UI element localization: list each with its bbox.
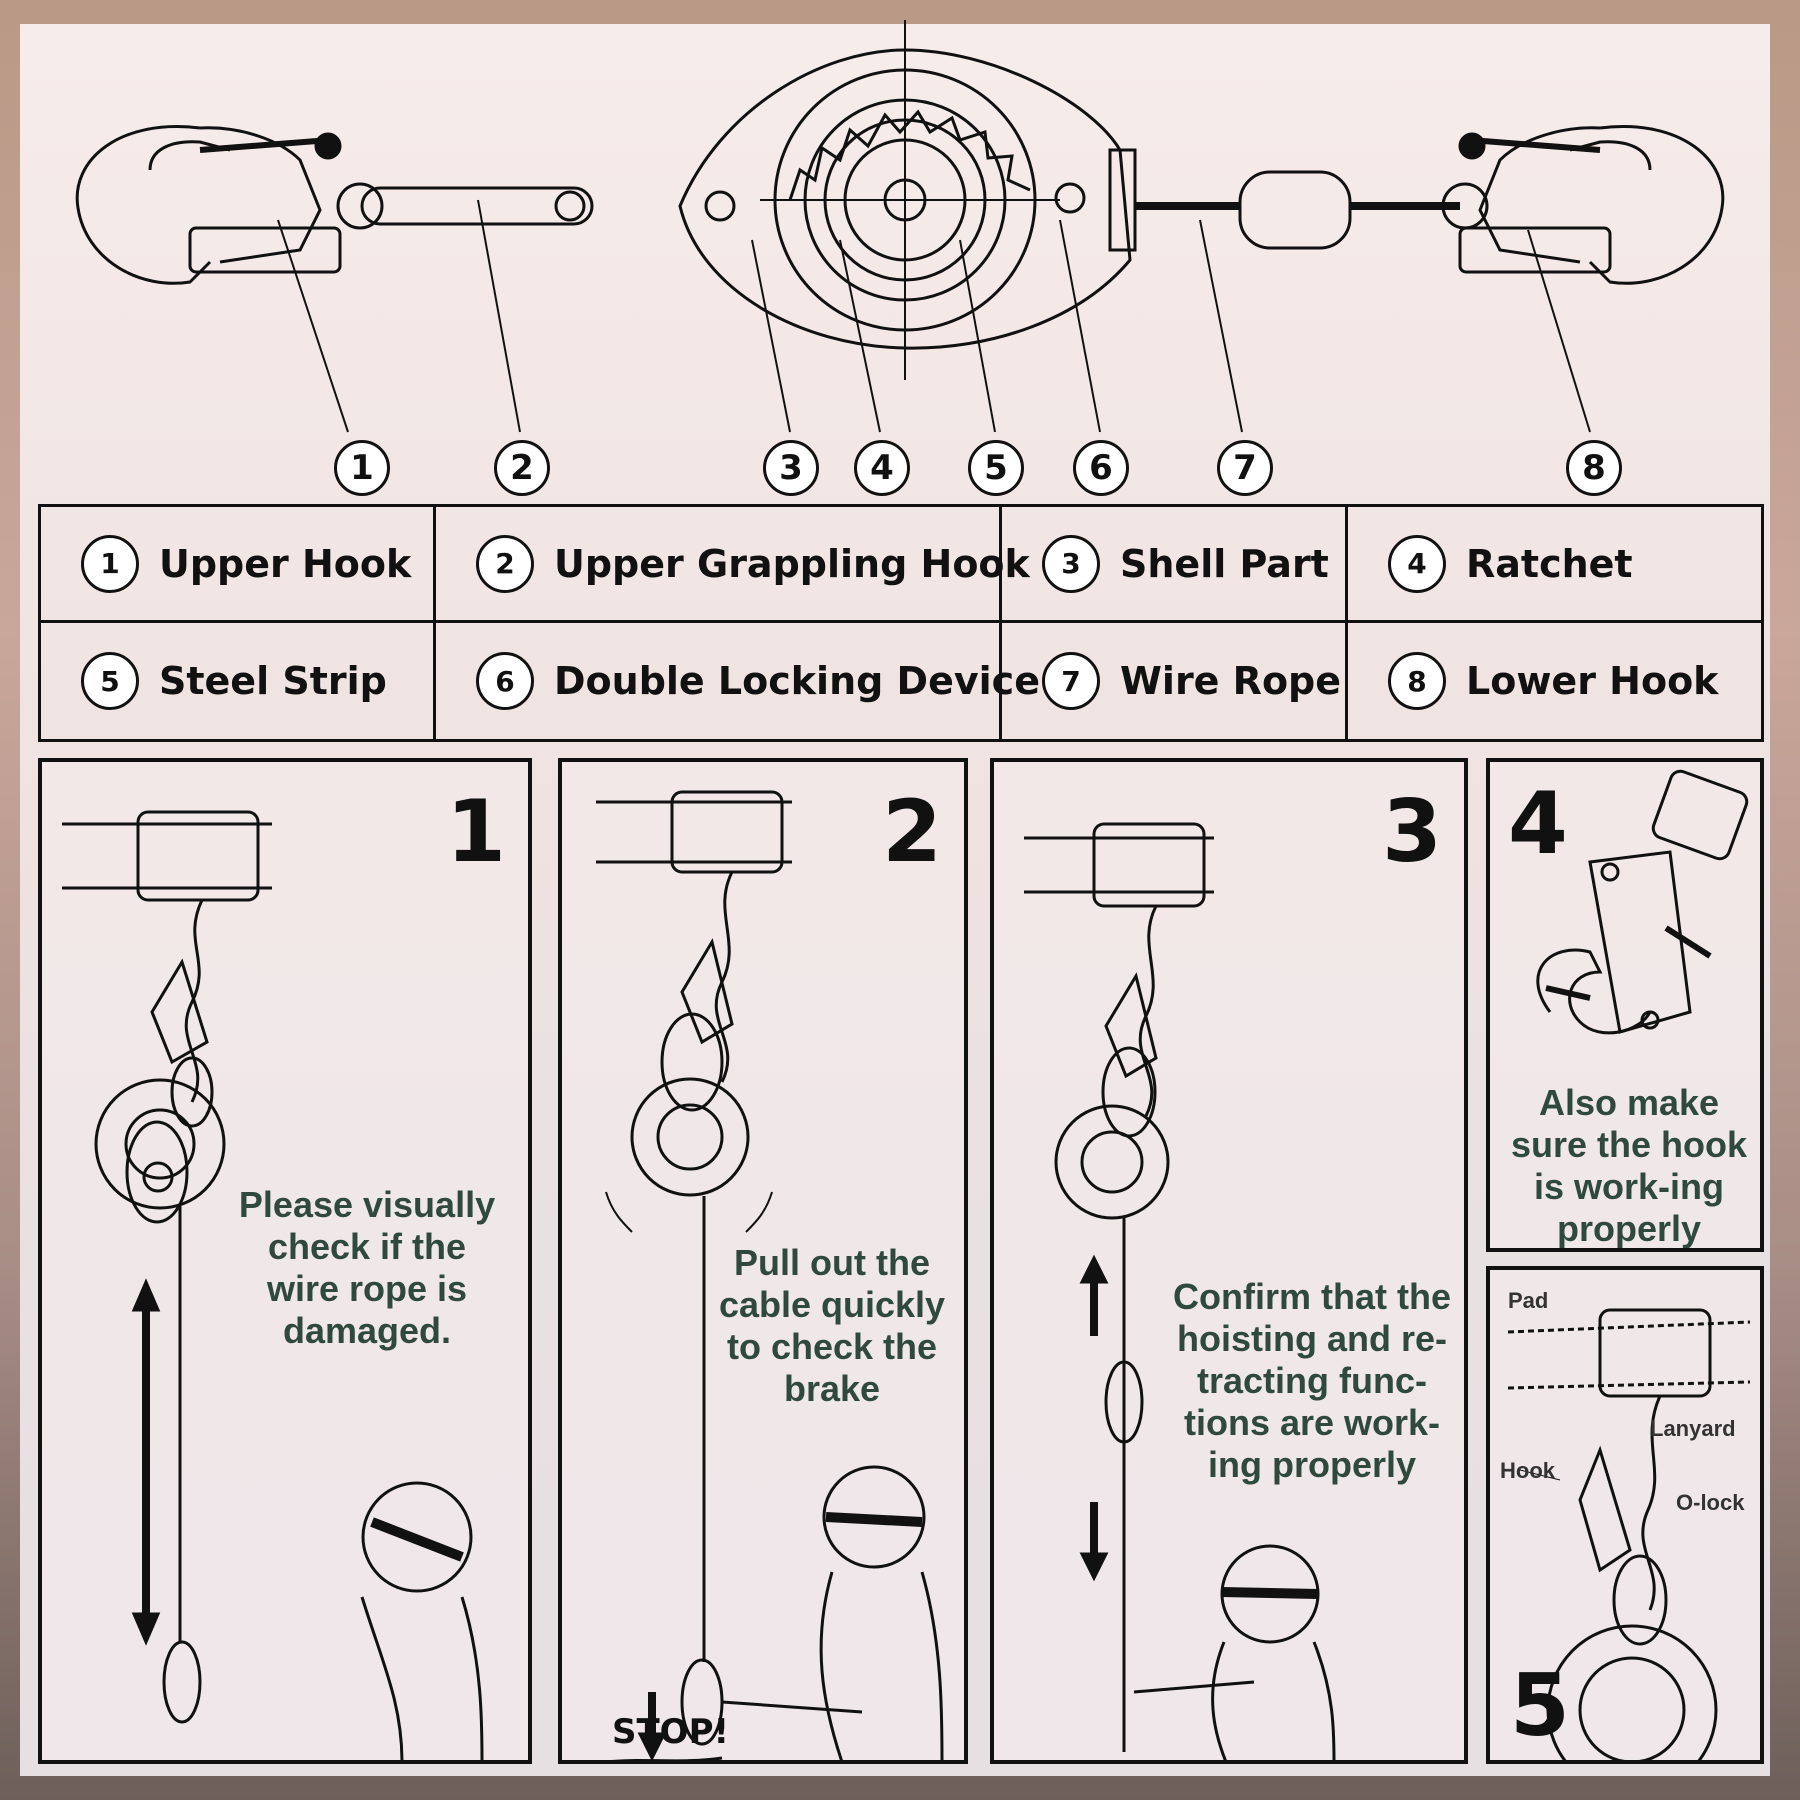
step-number: 3 [1382,782,1442,882]
callout-8: 8 [1566,440,1622,496]
fall-arrester-diagram [75,20,1725,433]
legend-label: Shell Part [1120,541,1329,586]
legend-number: 6 [476,652,534,710]
legend-number: 4 [1388,534,1446,593]
instruction-text: Please visually check if the wire rope i… [238,1184,496,1351]
lanyard-label: Lanyard [1650,1416,1736,1441]
step-number: 2 [882,782,942,882]
stop-label: STOP! [612,1712,730,1752]
hoist-retract-illustration [1024,822,1336,1760]
callout-3: 3 [763,440,819,496]
legend-item-lower-hook: 8 Lower Hook [1348,623,1761,739]
hook-label: Hook [1500,1458,1555,1483]
pad-label: Pad [1508,1288,1549,1313]
legend-label: Ratchet [1466,541,1633,586]
legend-label: Upper Hook [159,541,412,586]
step-panel-5: 5 Pad Lanyard Hook O-lock [1486,1266,1764,1764]
legend-item-wire-rope: 7 Wire Rope [1002,623,1348,739]
step-panel-3: 3 Confirm that the hoisting and re-tract… [990,758,1468,1764]
legend-item-steel-strip: 5 Steel Strip [41,623,436,739]
step-panel-1: 1 Please visually check if the wire rope… [38,758,532,1764]
step-number: 4 [1508,774,1568,874]
legend-item-upper-grappling-hook: 2 Upper Grappling Hook [436,507,1030,623]
step-number: 5 [1510,1656,1570,1756]
instruction-text: Pull out the cable quickly to check the … [718,1242,946,1409]
legend-item-ratchet: 4 Ratchet [1348,507,1761,623]
hook-check-illustration [1536,769,1749,1035]
step-number: 1 [446,782,506,882]
callout-6: 6 [1073,440,1129,496]
brake-test-illustration [596,790,944,1760]
legend-label: Lower Hook [1466,659,1719,703]
legend-label: Steel Strip [159,659,387,703]
instruction-text: Also make sure the hook is work-ing prop… [1510,1082,1748,1249]
legend-number: 5 [81,652,139,710]
parts-legend-table: 1 Upper Hook 2 Upper Grappling Hook 3 Sh… [38,504,1764,742]
callout-5: 5 [968,440,1024,496]
legend-item-double-locking-device: 6 Double Locking Device [436,623,1040,739]
step-panel-2: 2 Pull out the cable quickly to check th… [558,758,968,1764]
instruction-text: Confirm that the hoisting and re-tractin… [1173,1276,1451,1485]
callout-7: 7 [1217,440,1273,496]
legend-label: Double Locking Device [554,659,1040,703]
legend-item-upper-hook: 1 Upper Hook [41,507,436,623]
legend-number: 8 [1388,652,1446,710]
legend-number: 1 [81,534,139,593]
legend-label: Upper Grappling Hook [554,541,1030,586]
legend-number: 3 [1042,534,1100,593]
step-panel-4: 4 Also make sure the hook is work-ing pr… [1486,758,1764,1252]
connection-diagram [1507,1308,1751,1760]
legend-number: 2 [476,534,534,593]
legend-number: 7 [1042,652,1100,710]
olock-label: O-lock [1676,1490,1745,1515]
legend-label: Wire Rope [1120,659,1342,703]
callout-1: 1 [334,440,390,496]
device-inspection-illustration [62,810,484,1760]
legend-item-shell-part: 3 Shell Part [1002,507,1348,623]
callout-4: 4 [854,440,910,496]
callout-2: 2 [494,440,550,496]
